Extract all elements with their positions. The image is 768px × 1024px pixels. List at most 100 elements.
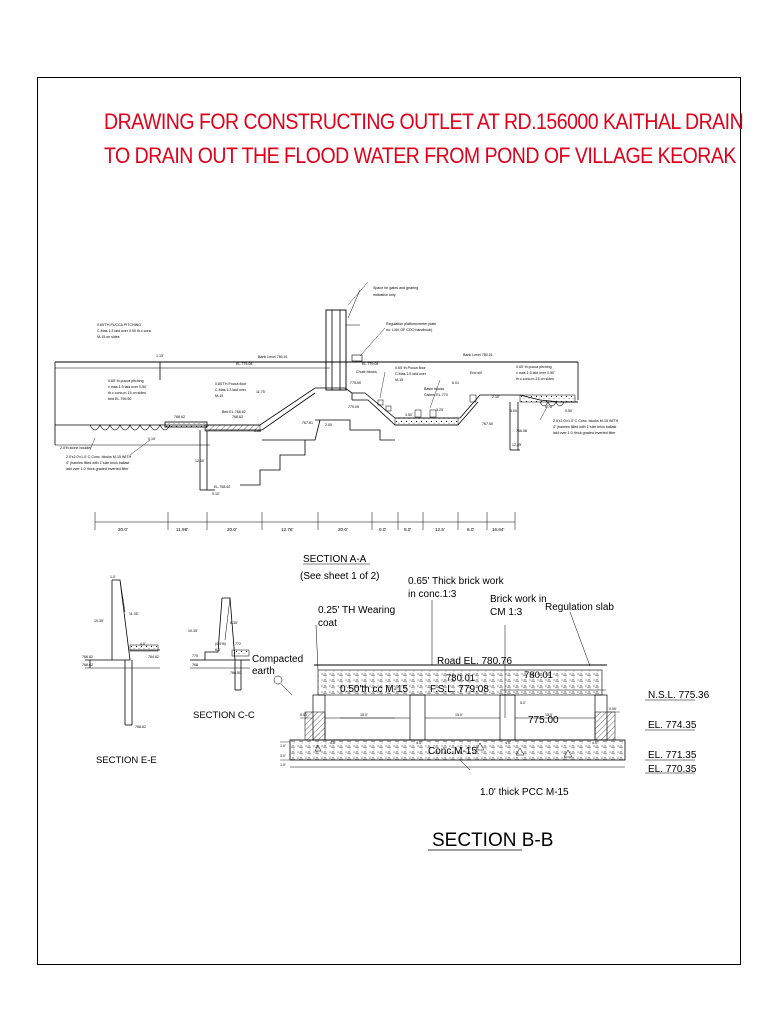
cistern-label: Cistern EL.773 [424,393,448,397]
regulation-platform-note-1: Regulation platform/meter plate [386,322,436,326]
el-77035-label: EL. 770.35 [648,764,697,775]
pitching-top-note-3: M-15 on sides [97,335,120,339]
pcc-label: 1.0' thick PCC M-15 [480,787,569,798]
blocks-left-note-1: 2.0'x2.0'x1.0' C.Conc. blocks M-15 WITH [66,455,132,459]
dim-450: 4.50' [405,413,413,417]
cc-el-3: 768 [192,663,198,667]
ee-dim-3: 11.35' [129,612,139,616]
bb-dim-h: 0.50' [300,713,308,717]
bb-dim-g: 4.0' [592,741,598,745]
bb-dim-m: 1.0' [280,763,286,767]
dim-label-2: 11.98' [176,527,188,532]
pitching-top-note-2: C.Mas.1:3 laid over 0.50 th.c.conc [97,329,152,333]
dim-210: 2.10' [492,395,500,399]
drawing-title-line-2: TO DRAIN OUT THE FLOOD WATER FROM POND O… [104,144,736,169]
el-77550: 775.50 [350,381,361,385]
el-mid: EL.779.08 [362,362,378,366]
floor-note-3: M-15 [215,394,223,398]
regulation-slab-label: Regulation slab [545,602,614,613]
dim-010-bottom: 0.10' [212,492,220,496]
floor-note-1: 0.65'TH.Pucca floor [215,382,247,386]
el-76658: 766.58 [516,429,527,433]
pitch-left-note-2: c.mas.1:3 laid over 0.50' [108,385,147,389]
chute-blocks-label: Chute blocks [356,370,377,374]
wearing-coat-2: coat [318,618,337,629]
ee-dim-1: 1.0' [110,575,116,579]
cc-dim-3: (0.0'th) [215,642,226,646]
pitch-right-note-3: th.c.conc.m-15 on sides [516,377,554,381]
dim-label-4: 12.76' [281,527,293,532]
blocks-right-note-1: 2.0'x2.0'x1.0' C.Conc. blocks M-15 WITH [553,419,619,423]
el-low: EL.758.62 [214,485,230,489]
pitch-right-note-1: 0.65' th.pucca pitching [516,365,552,369]
cc-m15-label: 0.50'th cc M-15 [340,684,408,695]
section-ee-label: SECTION E-E [96,755,157,766]
wearing-coat-1: 0.25' TH Wearing [318,605,395,616]
dim-label-9: 6.0' [467,527,474,532]
section-aa-drawing [54,281,579,530]
stone-boulder-label: 2.0'th.stone boulder [60,446,92,450]
basin-blocks-label: Basin blocks [424,387,444,391]
dim-1225: 12.25' [512,443,522,447]
brick-cm-2: CM 1:3 [490,607,523,618]
ee-el-4: 768.62 [135,725,146,729]
section-cc-drawing [190,597,293,696]
road-el-label: Road EL. 780.76 [437,656,512,667]
brick-cm-1: Brick work in [490,594,547,605]
dim-label-7: 9.0' [404,527,411,532]
ee-el-2: 766.62 [82,663,93,667]
top-left-dim: 1.15' [156,354,164,358]
compacted-earth-1: Compacted [252,654,303,665]
cc-el-2: 770 [192,654,198,658]
ee-dim-2: 10.35' [94,619,104,623]
bank-level-left: Bank Level 780.01 [258,355,288,359]
el-76750: 767.50 [482,422,493,426]
bb-dim-l: 3.0' [280,754,286,758]
nsl-label: N.S.L. 775.36 [648,690,710,701]
brick-thick-1: 0.65' Thick brick work [408,576,505,587]
dim-label-5: 20.0' [338,527,348,532]
bed-el-label: Bed EL.768.62 [222,410,246,414]
bb-dim-a: 15.0' [360,713,368,717]
el-775-label: 775.00 [528,715,559,726]
fsl-label: F.S.L. 779.08 [430,684,489,695]
brick-thick-2: in conc.1:3 [408,589,457,600]
el-78001-a: 780.01 [446,673,475,684]
el-77435-label: EL. 774.35 [648,720,697,731]
pucca-floor-right-1: 0.65' th.Pucca floor [395,366,426,370]
cc-dim-4: 6.0' [215,648,221,652]
bb-dim-d: 4.0' [330,741,336,745]
el-76862-left: 768.62 [174,415,185,419]
compacted-earth-2: earth [252,666,275,677]
dim-label-3: 20.0' [227,527,237,532]
dim-050: 0.50' [565,409,573,413]
end-sill-label: End sill [470,371,482,375]
dim-125-mid: 1.25' [254,429,262,433]
pitch-left-note-4: bed EL.795.50 [108,397,131,401]
bb-dim-f: 4.0' [505,741,511,745]
cc-dim-1: 10.35' [188,629,198,633]
cc-el-1: 772 [235,642,241,646]
section-aa-label: SECTION A-A [303,554,367,565]
bb-dim-k: 5.0' [520,701,526,705]
el-76862-mid: 768.62 [232,415,243,419]
dim-label-10: 16.64' [492,527,504,532]
pitching-top-note-1: 0.65'TH.PUCCA PITCHING [97,323,141,327]
dim-500: 5.00 [510,409,517,413]
bb-dim-j: 1.0' [280,744,286,748]
bb-dim-i: 0.50' [609,707,617,711]
dim-200: 2.00 [325,423,332,427]
dim-078: 0.78' [545,405,553,409]
section-cc-label: SECTION C-C [193,710,255,721]
bb-dim-c: 15.0' [545,713,553,717]
dim-1210: 12.10' [195,459,205,463]
dim-label-8: 12.5' [435,527,445,532]
space-gates-note-1: Space for gates and gearing [373,286,418,290]
dim-010: 0.10' [148,437,156,441]
drawing-sheet-border [37,77,741,965]
el-78001-b: 780.01 [524,670,553,681]
floor-note-2: C.Mas.1:3 laid over [215,388,247,392]
el-77905: 779.05 [348,405,359,409]
el-77135-label: EL. 771.35 [648,750,697,761]
